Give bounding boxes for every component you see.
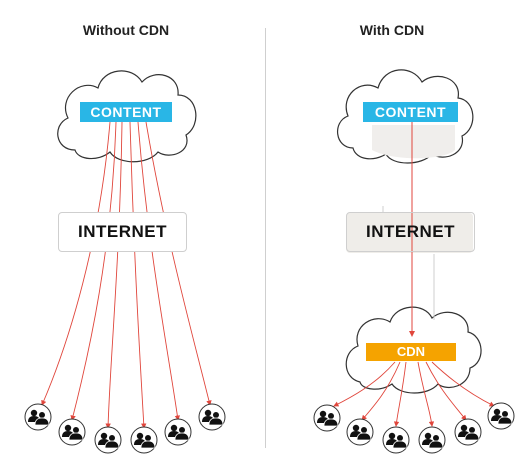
right-arrow-1 bbox=[333, 361, 396, 407]
right-internet-box: INTERNET bbox=[346, 212, 475, 252]
users-icon bbox=[454, 418, 482, 446]
left-users bbox=[24, 403, 226, 454]
users-icon bbox=[313, 404, 341, 432]
left-arrow-5 bbox=[137, 121, 181, 421]
right-arrow-2 bbox=[361, 361, 401, 421]
right-arrow-3 bbox=[393, 361, 407, 427]
users-icon bbox=[24, 403, 52, 431]
right-content-label: CONTENT bbox=[363, 102, 458, 122]
users-icon bbox=[487, 402, 515, 430]
left-arrows bbox=[41, 121, 212, 429]
users-icon bbox=[130, 426, 158, 454]
right-arrow-6 bbox=[431, 361, 495, 407]
users-icon bbox=[382, 426, 410, 454]
left-arrow-6 bbox=[145, 121, 212, 406]
left-content-label: CONTENT bbox=[80, 102, 172, 122]
left-arrow-3 bbox=[105, 121, 123, 429]
left-panel-title: Without CDN bbox=[82, 22, 170, 38]
right-arrow-4 bbox=[417, 361, 435, 427]
panel-divider bbox=[265, 28, 266, 448]
right-users bbox=[313, 402, 515, 454]
cdn-label: CDN bbox=[366, 343, 456, 361]
left-arrow-2 bbox=[70, 121, 117, 421]
users-icon bbox=[418, 426, 446, 454]
users-icon bbox=[346, 418, 374, 446]
users-icon bbox=[58, 418, 86, 446]
users-icon bbox=[94, 426, 122, 454]
right-cloud-shadow bbox=[372, 125, 455, 159]
right-arrow-5 bbox=[425, 361, 467, 421]
users-icon bbox=[198, 403, 226, 431]
right-arrows bbox=[333, 361, 495, 427]
left-arrow-4 bbox=[129, 121, 147, 429]
right-internet-shadow bbox=[346, 213, 473, 253]
left-internet-box: INTERNET bbox=[58, 212, 187, 252]
users-icon bbox=[164, 418, 192, 446]
left-arrow-1 bbox=[41, 121, 111, 406]
right-panel-title: With CDN bbox=[359, 22, 425, 38]
